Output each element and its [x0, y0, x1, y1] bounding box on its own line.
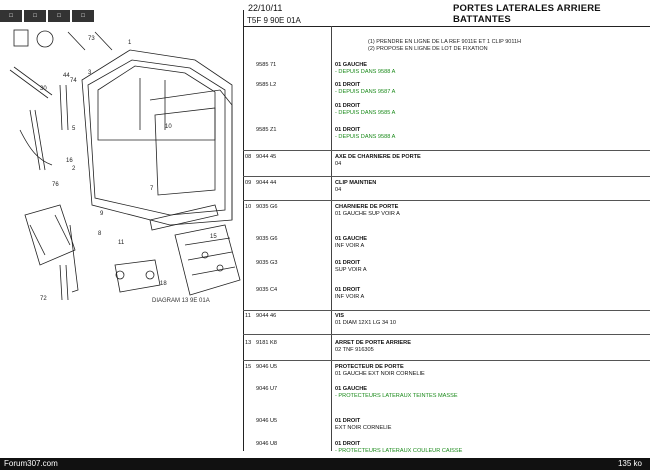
- svg-text:11: 11: [118, 240, 125, 246]
- part-description: PROTECTEUR DE PORTE: [335, 364, 404, 370]
- part-number: 9585 L2: [256, 82, 277, 88]
- part-detail: - PROTECTEURS LATERAUX COULEUR CAISSE: [335, 448, 463, 454]
- svg-text:5: 5: [72, 126, 76, 132]
- reference-code: T5F 9 90E 01A: [247, 16, 301, 25]
- notes-block: (1) PRENDRE EN LIGNE DE LA REF 9011E ET …: [368, 39, 521, 53]
- part-number: 9046 U8: [256, 441, 278, 447]
- part-detail: 01 GAUCHE EXT NOIR CORNELIE: [335, 371, 425, 377]
- part-description: CHARNIERE DE PORTE: [335, 204, 399, 210]
- part-description: 01 DROIT: [335, 127, 361, 133]
- row-separator: [243, 360, 650, 361]
- row-separator: [243, 334, 650, 335]
- svg-text:72: 72: [40, 296, 47, 302]
- part-description: VIS: [335, 313, 345, 319]
- part-detail: SUP VOIR A: [335, 267, 367, 273]
- svg-text:10: 10: [165, 124, 172, 130]
- status-bar: Forum307.com 135 ko: [0, 458, 650, 470]
- part-detail: EXT NOIR CORNELIE: [335, 425, 392, 431]
- part-detail: 01 GAUCHE SUP VOIR A: [335, 211, 400, 217]
- note-line: (1) PRENDRE EN LIGNE DE LA REF 9011E ET …: [368, 39, 522, 45]
- part-number: 9044 44: [256, 180, 277, 186]
- row-index: 11: [245, 313, 251, 319]
- row-index: 15: [245, 364, 252, 370]
- part-icon[interactable]: □: [0, 10, 22, 22]
- row-index: 09: [245, 180, 252, 186]
- part-detail: - DEPUIS DANS 9588 A: [335, 69, 396, 75]
- row-separator: [243, 150, 650, 151]
- part-description: 01 DROIT: [335, 441, 361, 447]
- part-description: 01 DROIT: [335, 260, 361, 266]
- row-index: 13: [245, 340, 252, 346]
- svg-text:73: 73: [88, 36, 95, 42]
- part-detail: 01 DIAM 12X1 LG 34 10: [335, 320, 396, 326]
- svg-text:18: 18: [160, 281, 167, 287]
- column-divider: [331, 26, 332, 451]
- site-label: Forum307.com: [4, 459, 58, 468]
- svg-text:44: 44: [63, 73, 70, 79]
- part-icon[interactable]: □: [72, 10, 94, 22]
- part-detail: 04: [335, 161, 342, 167]
- part-number: 9181 K8: [256, 340, 277, 346]
- part-description: 01 GAUCHE: [335, 386, 368, 392]
- parts-list-panel: 22/10/11 PORTES LATERALES ARRIERE BATTAN…: [243, 0, 650, 454]
- diagram-toolbar: □ □ □ □: [0, 10, 243, 23]
- part-number: 9035 G3: [256, 260, 278, 266]
- part-number: 9035 C4: [256, 287, 278, 293]
- svg-text:74: 74: [70, 78, 77, 84]
- svg-text:9: 9: [100, 211, 104, 217]
- svg-text:7: 7: [150, 186, 154, 192]
- part-number: 9035 G6: [256, 204, 278, 210]
- svg-text:16: 16: [66, 158, 73, 164]
- parts-diagram: 73 1 3 74 44 2 16 76 5 7 9 8 11 15 72 18 30 10 DI…: [0, 10, 244, 451]
- row-separator: [243, 200, 650, 201]
- part-number: 9046 U5: [256, 364, 278, 370]
- row-index: 10: [245, 204, 252, 210]
- row-index: 08: [245, 154, 252, 160]
- svg-text:3: 3: [88, 70, 92, 76]
- header-date: 22/10/11: [248, 3, 283, 13]
- exploded-view-drawing: 73 1 3 74 44 2 16 76 5 7 9 8 11 15 72 18 30 10: [9, 29, 241, 302]
- part-icon[interactable]: □: [24, 10, 46, 22]
- part-number: 9585 71: [256, 62, 277, 68]
- note-line: (2) PROPOSE EN LIGNE DE LOT DE FIXATION: [368, 46, 488, 52]
- part-detail: - DEPUIS DANS 9587 A: [335, 89, 396, 95]
- part-description: 01 DROIT: [335, 103, 361, 109]
- part-detail: - PROTECTEURS LATERAUX TEINTES MASSE: [335, 393, 458, 399]
- file-size: 135 ko: [617, 459, 642, 468]
- part-description: CLIP MAINTIEN: [335, 180, 377, 186]
- part-description: AXE DE CHARNIERE DE PORTE: [335, 154, 421, 160]
- diagram-caption: DIAGRAM 13 9E 01A: [152, 298, 210, 304]
- row-separator: [243, 310, 650, 311]
- part-icon[interactable]: □: [48, 10, 70, 22]
- part-detail: INF VOIR A: [335, 243, 365, 249]
- part-number: 9046 U5: [256, 418, 278, 424]
- part-detail: 02 TNF 916305: [335, 347, 374, 353]
- header-divider: [243, 26, 650, 27]
- part-number: 9035 G6: [256, 236, 278, 242]
- svg-text:8: 8: [98, 231, 102, 237]
- part-description: 01 GAUCHE: [335, 236, 368, 242]
- part-number: 9044 46: [256, 313, 277, 319]
- svg-text:15: 15: [210, 234, 217, 240]
- part-description: ARRET DE PORTE ARRIERE: [335, 340, 411, 346]
- part-detail: - DEPUIS DANS 9588 A: [335, 134, 396, 140]
- part-number: 9585 Z1: [256, 127, 277, 133]
- svg-text:2: 2: [72, 166, 76, 172]
- part-detail: - DEPUIS DANS 9585 A: [335, 110, 396, 116]
- svg-text:76: 76: [52, 182, 59, 188]
- part-description: 01 GAUCHE: [335, 62, 368, 68]
- part-description: 01 DROIT: [335, 82, 361, 88]
- part-description: 01 DROIT: [335, 287, 361, 293]
- part-number: 9046 U7: [256, 386, 278, 392]
- row-separator: [243, 176, 650, 177]
- page-title: PORTES LATERALES ARRIERE BATTANTES: [453, 3, 601, 25]
- part-detail: INF VOIR A: [335, 294, 365, 300]
- svg-text:1: 1: [128, 40, 132, 46]
- svg-text:30: 30: [40, 86, 47, 92]
- part-description: 01 DROIT: [335, 418, 361, 424]
- part-number: 9044 45: [256, 154, 277, 160]
- part-detail: 04: [335, 187, 342, 193]
